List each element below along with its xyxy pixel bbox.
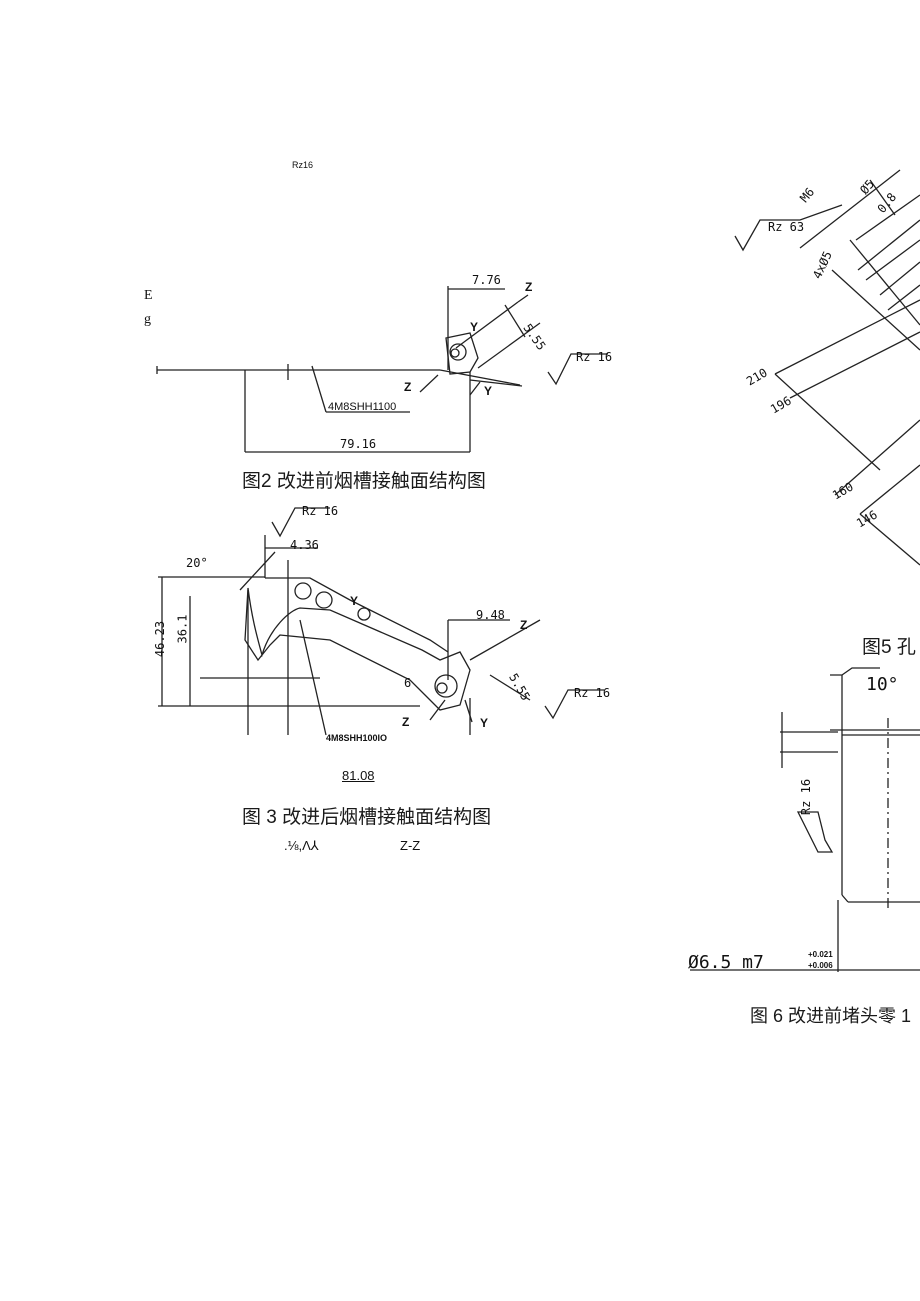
fig6-tol-lower: +0.006 — [808, 961, 833, 970]
fig6-diameter: Ø6.5 m7 — [688, 952, 764, 973]
fig3-note-left: .⅛,Λ⅄ — [284, 838, 319, 853]
fig6-drawing — [690, 667, 920, 972]
fig2-dim-d1: 7.76 — [472, 273, 501, 287]
top-fragment: Rz16 — [292, 160, 314, 170]
fig3-angle: 20° — [186, 556, 208, 570]
fig2-z-bottom: Z — [404, 380, 412, 394]
margin-letter-e: E — [144, 288, 153, 303]
fig3-caption: 图 3 改进后烟槽接触面结构图 — [242, 807, 492, 828]
fig2-y-top: Y — [470, 320, 479, 334]
fig6-angle: 10° — [866, 674, 899, 695]
fig3-z-bottom: Z — [402, 715, 410, 729]
fig2-y-bottom: Y — [484, 384, 493, 398]
fig3-length: 81.08 — [342, 768, 375, 783]
fig3-dim-d4: 46.23 — [153, 620, 168, 658]
fig3-rz-right: Rz 16 — [574, 686, 611, 700]
fig3-y-label: Y — [350, 594, 359, 608]
fig3-part-number: 4M8SHH100IO — [326, 733, 388, 743]
fig3-note-right: Z-Z — [400, 838, 421, 853]
margin-letter-g: g — [144, 312, 151, 327]
fig5-rz-label: Rz 63 — [768, 220, 805, 234]
fig3-drawing — [158, 507, 604, 736]
fig2-caption: 图2 改进前烟槽接触面结构图 — [242, 471, 486, 492]
fig3-y-bottom: Y — [480, 716, 489, 730]
fig3-dim-d2: 9.48 — [476, 608, 505, 622]
fig3-dim-d6: 6 — [404, 676, 412, 690]
fig3-rz-top: Rz 16 — [302, 504, 339, 518]
fig2-rz-label: Rz 16 — [576, 350, 613, 364]
fig2-dim-d3: 79.16 — [340, 437, 377, 451]
fig5-caption: 图5 孔 — [862, 637, 916, 658]
fig2-part-number: 4M8SHH1100 — [328, 401, 397, 413]
fig3-dim-d1: 4.36 — [290, 538, 319, 552]
fig6-tol-upper: +0.021 — [808, 950, 833, 959]
fig3-dim-d5: 36.1 — [175, 614, 190, 644]
fig2-z-top: Z — [525, 280, 533, 294]
fig6-caption: 图 6 改进前堵头零 1 — [750, 1006, 912, 1026]
fig5-drawing — [734, 169, 920, 566]
fig6-rz-label: Rz 16 — [799, 778, 814, 816]
fig2-drawing — [156, 286, 608, 453]
fig3-z-top: Z — [520, 618, 528, 632]
